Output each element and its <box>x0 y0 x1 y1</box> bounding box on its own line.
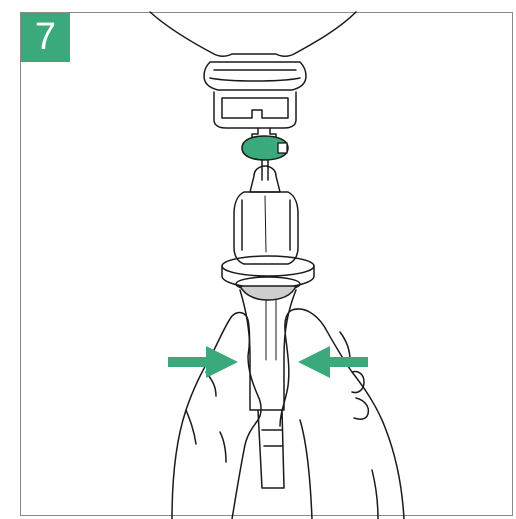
right-hand <box>280 309 404 519</box>
squeeze-arrow-left-icon <box>298 346 368 378</box>
chamber-collar-outer <box>222 256 314 276</box>
roller-clamp-icon <box>242 136 288 160</box>
iv-bag-outline <box>150 12 356 56</box>
squeeze-arrow-right-icon <box>168 346 238 378</box>
step-number: 7 <box>35 16 56 58</box>
step-number-badge: 7 <box>21 13 70 62</box>
chamber-fluid <box>240 286 296 300</box>
left-hand <box>172 313 261 519</box>
drip-chamber-cap <box>250 166 280 192</box>
bag-port-collar <box>204 62 306 90</box>
